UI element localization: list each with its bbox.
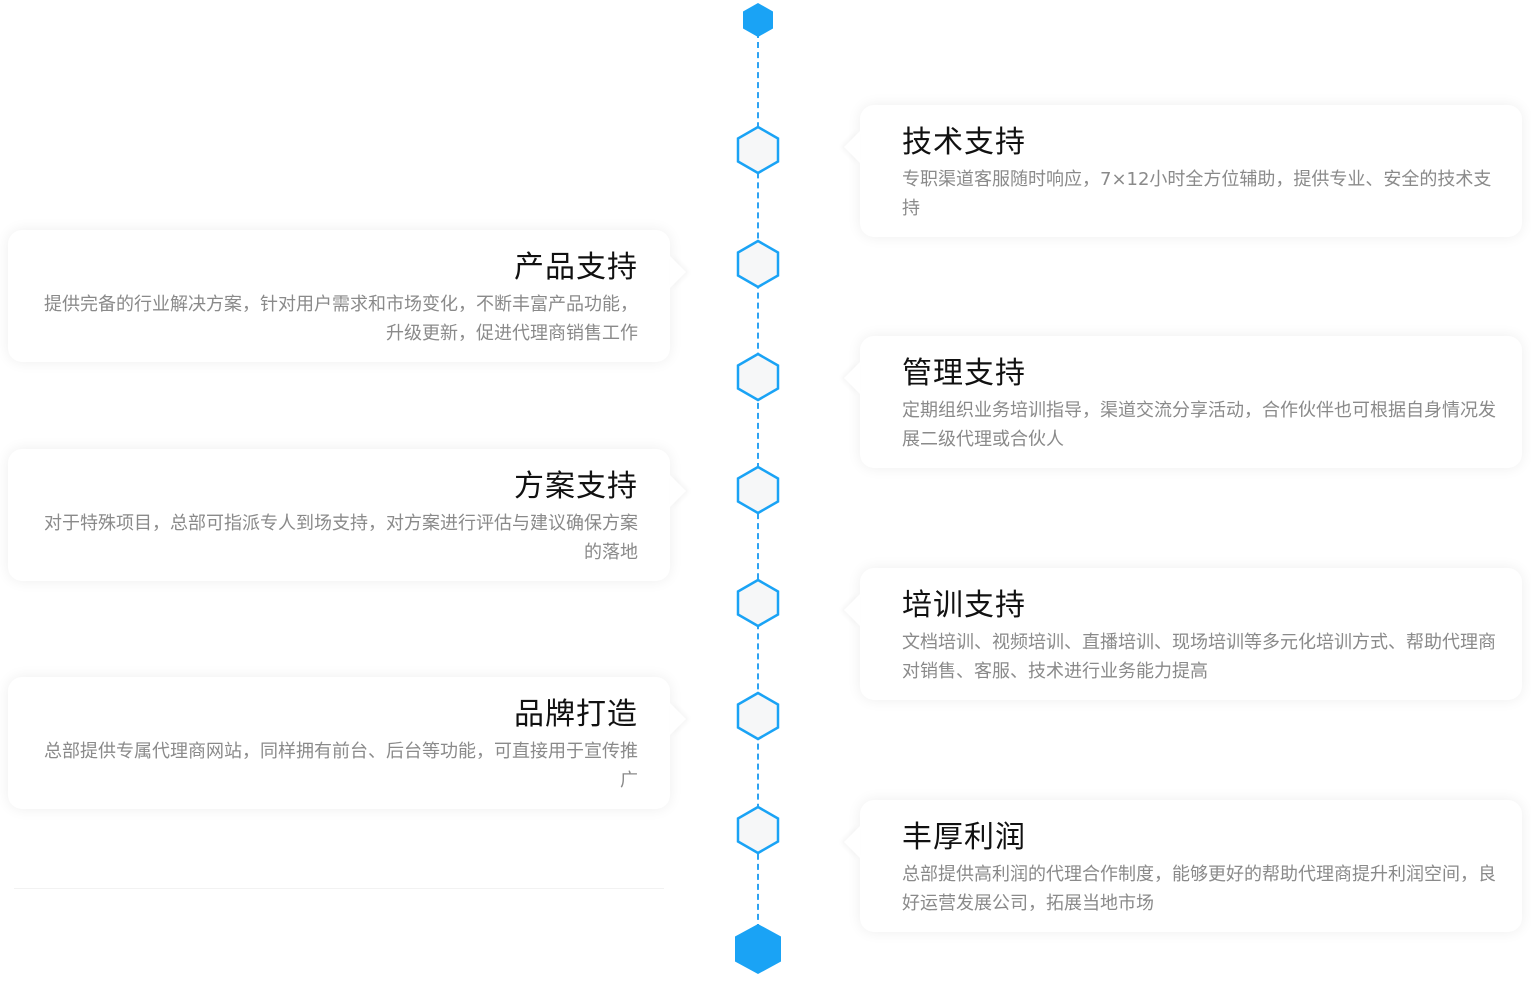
- card-title: 技术支持: [902, 125, 1026, 160]
- timeline-node-icon: [736, 691, 780, 741]
- timeline-card-tech-support: 技术支持 专职渠道客服随时响应，7×12小时全方位辅助，提供专业、安全的技术支持: [860, 105, 1522, 237]
- timeline-card-rich-profit: 丰厚利润 总部提供高利润的代理合作制度，能够更好的帮助代理商提升利润空间，良好运…: [860, 800, 1522, 932]
- card-description: 提供完备的行业解决方案，针对用户需求和市场变化，不断丰富产品功能，升级更新，促进…: [44, 294, 638, 344]
- timeline-card-training-support: 培训支持 文档培训、视频培训、直播培训、现场培训等多元化培训方式、帮助代理商对销…: [860, 568, 1522, 700]
- card-title: 培训支持: [902, 588, 1026, 623]
- card-title: 方案支持: [514, 469, 638, 504]
- timeline-card-product-support: 产品支持 提供完备的行业解决方案，针对用户需求和市场变化，不断丰富产品功能，升级…: [8, 230, 670, 362]
- timeline-card-brand-building: 品牌打造 总部提供专属代理商网站，同样拥有前台、后台等功能，可直接用于宣传推广: [8, 677, 670, 809]
- card-title: 产品支持: [514, 250, 638, 285]
- card-title: 管理支持: [902, 356, 1026, 391]
- card-title: 丰厚利润: [902, 820, 1026, 855]
- timeline-card-solution-support: 方案支持 对于特殊项目，总部可指派专人到场支持，对方案进行评估与建议确保方案的落…: [8, 449, 670, 581]
- card-title: 品牌打造: [514, 697, 638, 732]
- card-description: 总部提供专属代理商网站，同样拥有前台、后台等功能，可直接用于宣传推广: [44, 741, 638, 791]
- card-description: 文档培训、视频培训、直播培训、现场培训等多元化培训方式、帮助代理商对销售、客服、…: [902, 632, 1496, 682]
- timeline-node-icon: [736, 352, 780, 402]
- timeline-node-icon: [736, 805, 780, 855]
- timeline-node-icon: [736, 125, 780, 175]
- timeline-card-management-support: 管理支持 定期组织业务培训指导，渠道交流分享活动，合作伙伴也可根据自身情况发展二…: [860, 336, 1522, 468]
- card-description: 定期组织业务培训指导，渠道交流分享活动，合作伙伴也可根据自身情况发展二级代理或合…: [902, 400, 1496, 450]
- card-description: 总部提供高利润的代理合作制度，能够更好的帮助代理商提升利润空间，良好运营发展公司…: [902, 864, 1496, 914]
- timeline-start-node-icon: [743, 3, 773, 37]
- timeline-node-icon: [736, 465, 780, 515]
- timeline-node-icon: [736, 578, 780, 628]
- timeline-end-node-icon: [735, 924, 781, 974]
- card-description: 对于特殊项目，总部可指派专人到场支持，对方案进行评估与建议确保方案的落地: [44, 513, 638, 563]
- timeline-node-icon: [736, 239, 780, 289]
- divider: [14, 888, 664, 889]
- card-description: 专职渠道客服随时响应，7×12小时全方位辅助，提供专业、安全的技术支持: [902, 169, 1492, 219]
